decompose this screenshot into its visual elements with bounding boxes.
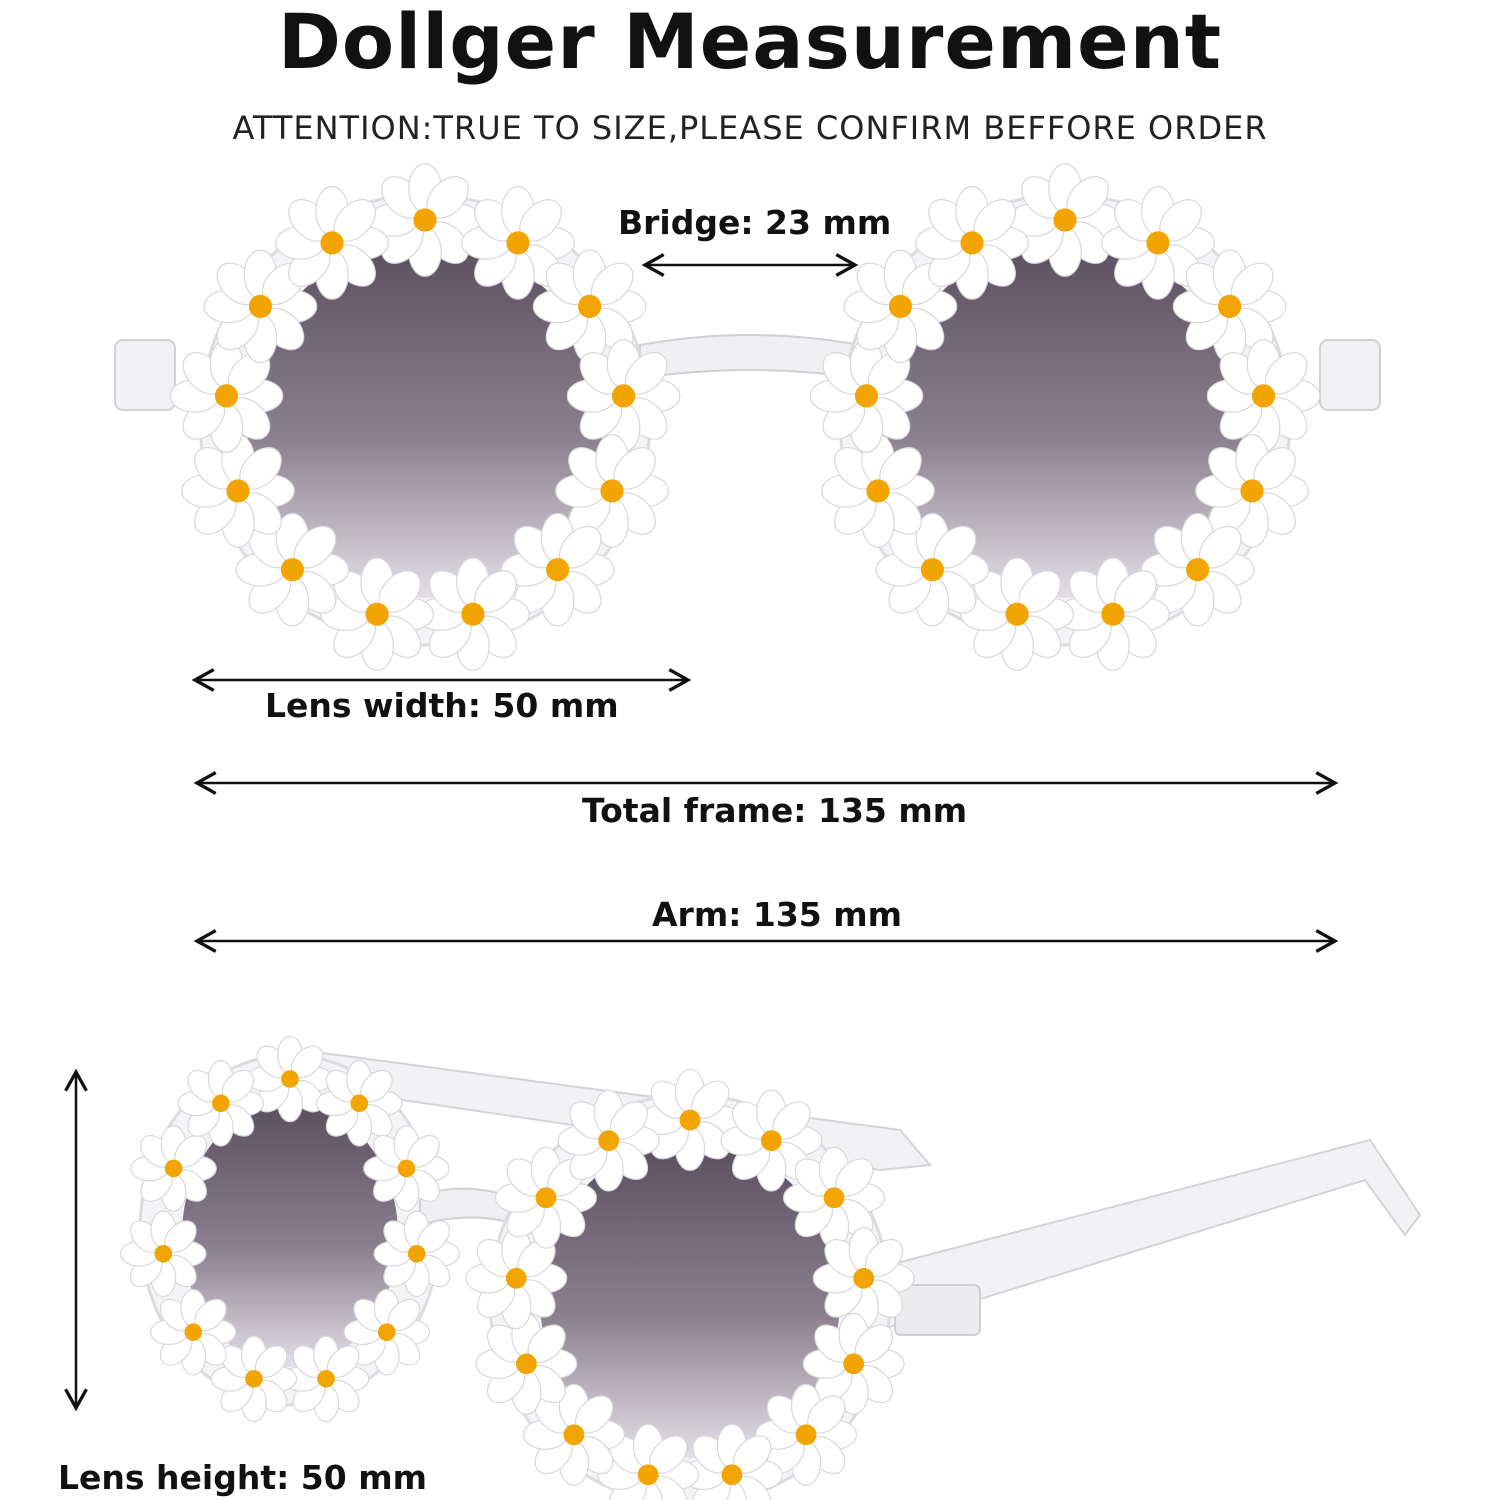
daisy-flower [494, 1146, 598, 1249]
right-lens [887, 242, 1243, 598]
page-title: Dollger Measurement [277, 0, 1223, 86]
side-view-glasses [120, 1035, 1422, 1500]
daisy-flower [177, 1060, 265, 1147]
near-hinge [894, 1284, 981, 1336]
left-hinge [114, 339, 176, 411]
daisy-flower [343, 1288, 431, 1376]
right-hinge [1319, 339, 1381, 411]
daisy-flower [875, 512, 990, 627]
daisy-flower [246, 1035, 334, 1123]
arm-label: Arm: 135 mm [652, 895, 903, 934]
daisy-flower [1172, 249, 1287, 364]
daisy-flower [465, 1227, 568, 1330]
daisy-flower [821, 434, 935, 548]
daisy-flower [555, 434, 669, 548]
left-lens [247, 242, 603, 598]
daisy-flower [120, 1210, 207, 1298]
daisy-flower [282, 1335, 370, 1423]
lens-height-label: Lens height: 50 mm [58, 1458, 427, 1497]
front-view-glasses [114, 163, 1381, 672]
daisy-flower [960, 557, 1074, 672]
daisy-flower [1056, 557, 1170, 672]
daisy-flower [812, 1227, 915, 1330]
left-daisy-ring [169, 163, 681, 672]
daisy-flower [782, 1146, 886, 1249]
daisy-flower [363, 1125, 450, 1212]
daisy-flower [680, 1423, 783, 1500]
lens-width-label: Lens width: 50 mm [265, 686, 619, 725]
daisy-flower [566, 339, 681, 453]
daisy-flower [368, 163, 482, 277]
daisy-flower [416, 557, 530, 672]
daisy-flower [1008, 163, 1122, 277]
side-right-daisy-ring [465, 1068, 915, 1500]
daisy-flower [210, 1335, 298, 1423]
daisy-flower [235, 512, 350, 627]
attention-subtitle: ATTENTION:TRUE TO SIZE,PLEASE CONFIRM BE… [232, 109, 1268, 147]
daisy-flower [522, 1383, 625, 1486]
bridge-label: Bridge: 23 mm [618, 203, 892, 242]
right-daisy-ring [809, 163, 1321, 672]
side-right-lens [540, 1142, 840, 1458]
daisy-flower [475, 1312, 578, 1415]
daisy-flower [181, 434, 295, 548]
daisy-flower [130, 1125, 217, 1212]
daisy-flower [802, 1312, 905, 1415]
daisy-flower [1195, 434, 1309, 548]
daisy-flower [1206, 339, 1321, 453]
daisy-flower [169, 339, 284, 453]
daisy-flower [315, 1060, 403, 1147]
daisy-flower [809, 339, 924, 453]
daisy-flower [915, 186, 1029, 300]
daisy-flower [461, 186, 575, 300]
daisy-flower [597, 1423, 700, 1500]
side-left-daisy-ring [120, 1035, 460, 1423]
total-frame-label: Total frame: 135 mm [582, 791, 968, 830]
daisy-flower [720, 1089, 823, 1192]
side-left-lens [182, 1103, 398, 1367]
daisy-flower [149, 1288, 237, 1376]
daisy-flower [500, 512, 615, 627]
daisy-flower [638, 1068, 742, 1172]
daisy-flower [373, 1210, 460, 1298]
daisy-flower [275, 186, 389, 300]
daisy-flower [557, 1089, 660, 1192]
